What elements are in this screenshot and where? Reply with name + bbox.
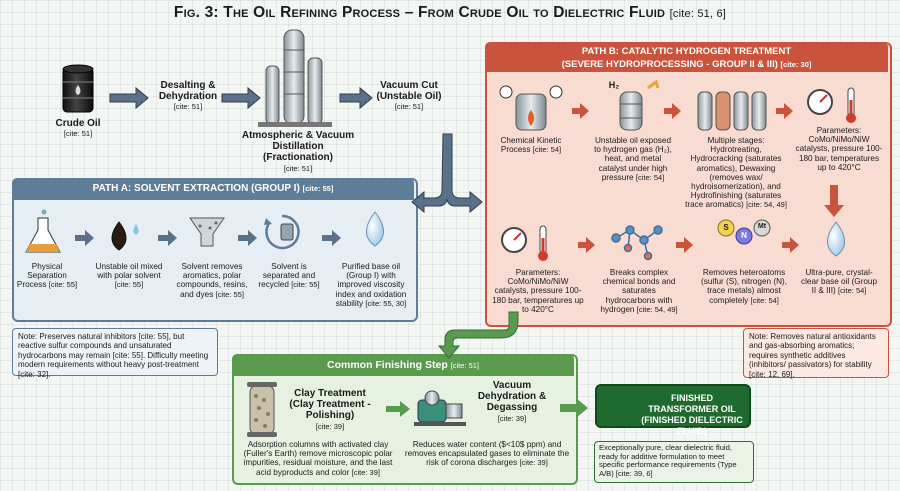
h2-label: H₂ <box>608 80 620 90</box>
path-b-row2-step-1: Parameters: CoMo/NiMo/NiW catalysts, pre… <box>492 268 584 314</box>
path-a-step-3: Solvent removes aromatics, polar compoun… <box>176 262 248 299</box>
metal-atom-label: Mt <box>757 223 767 230</box>
filter-icon <box>189 217 225 247</box>
path-b-row2-arrows <box>578 237 799 253</box>
path-a-step-2: Unstable oil mixed with polar solvent [c… <box>95 262 163 290</box>
flask-icon <box>25 209 61 253</box>
sulfur-atom-label: S <box>723 223 729 232</box>
path-b-row1-arrows <box>572 103 844 217</box>
path-a-arrows <box>75 230 341 246</box>
figure-title: Fig. 3: The Oil Refining Process – From … <box>173 4 727 21</box>
path-b-row1-step-1: Chemical Kinetic Process [cite: 54] <box>500 136 562 155</box>
path-a-step-5: Purified base oil (Group I) with improve… <box>335 262 407 308</box>
clay-column-icon <box>247 382 277 437</box>
distillation-label: Atmospheric & Vacuum Distillation (Fract… <box>241 130 355 173</box>
gauge-thermometer-icon-2 <box>501 225 548 261</box>
multi-stage-reactors-icon <box>697 91 767 131</box>
path-b-row2-step-2: Breaks complex chemical bonds and satura… <box>600 268 678 314</box>
ultra-pure-drop-icon <box>827 221 845 257</box>
vacuum-dehydration-label: Vacuum Dehydration & Degassing[cite: 39] <box>477 380 547 423</box>
finishing-header: Common Finishing Step [cite: 51] <box>232 354 574 376</box>
path-a-note: Note: Preserves natural inhibitors [cite… <box>12 328 218 379</box>
finished-oil-box: FINISHED TRANSFORMER OIL (FINISHED DIELE… <box>595 384 751 447</box>
crude-oil-label: Crude Oil[cite: 51] <box>55 118 101 139</box>
path-a-header: PATH A: SOLVENT EXTRACTION (GROUP I) [ci… <box>12 178 414 200</box>
vacuum-cut-label: Vacuum Cut (Unstable Oil)[cite: 51] <box>376 80 442 112</box>
top-flow-arrows <box>109 86 373 110</box>
path-b-row1-step-4: Parameters: CoMo/NiMo/NiW catalysts, pre… <box>795 126 883 172</box>
reactor-fire-icon <box>499 85 563 131</box>
gauge-thermometer-icon <box>807 87 856 123</box>
path-a-step-1: Physical Separation Process [cite: 55] <box>16 262 78 290</box>
path-b-note: Note: Removes natural antioxidants and g… <box>743 328 889 379</box>
barrel-icon <box>62 64 94 113</box>
clay-treatment-desc: Adsorption columns with activated clay (… <box>243 440 393 477</box>
path-b-header: PATH B: CATALYTIC HYDROGEN TREATMENT (SE… <box>485 42 888 72</box>
path-a-step-4: Solvent is separated and recycled [cite:… <box>258 262 320 290</box>
path-b-row2-step-3: Removes heteroatoms (sulfur (S), nitroge… <box>701 268 787 305</box>
clear-drop-icon <box>366 211 384 247</box>
oil-drop-icon <box>111 221 139 251</box>
vacuum-dehydration-desc: Reduces water content ($<10$ ppm) and re… <box>404 440 570 468</box>
recycle-icon <box>264 214 300 250</box>
path-b-row1-step-3: Multiple stages: Hydrotreating, Hydrocra… <box>685 136 787 210</box>
path-b-row1-step-2: Unstable oil exposed to hydrogen gas (H₂… <box>594 136 672 182</box>
finished-oil-desc: Exceptionally pure, clear dielectric flu… <box>594 441 754 483</box>
heteroatoms-icon <box>717 219 771 245</box>
clay-treatment-label: Clay Treatment (Clay Treatment - Polishi… <box>289 388 371 431</box>
merge-arrow <box>437 311 519 359</box>
path-b-row2-step-4: Ultra-pure, crystal-clear base oil (Grou… <box>801 268 877 296</box>
hydrogen-reactor-icon <box>619 79 660 131</box>
finishing-arrows <box>386 398 588 418</box>
nitrogen-atom-label: N <box>741 231 747 240</box>
desalting-label: Desalting & Dehydration[cite: 51] <box>158 80 218 112</box>
split-arrow <box>411 133 483 214</box>
distillation-column-icon <box>258 29 332 127</box>
vacuum-pump-icon <box>414 390 466 426</box>
molecule-icon <box>611 225 663 261</box>
